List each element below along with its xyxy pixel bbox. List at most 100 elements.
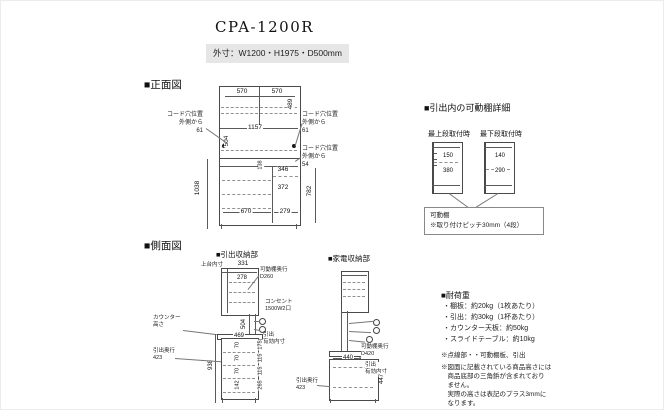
cord-hole-label-right-bottom: コード穴位置 外側から 54 xyxy=(302,146,339,169)
appliance-shelf-dashed xyxy=(343,289,365,290)
drawer-front-height: 115 xyxy=(257,365,264,377)
front-drawer-dashed-line xyxy=(222,180,271,181)
page-title: CPA-1200R xyxy=(215,18,315,36)
outlet-circle xyxy=(259,318,266,325)
dim-138: 138 xyxy=(257,159,264,171)
dim-670: 670 xyxy=(239,207,253,216)
dim-372: 372 xyxy=(276,183,290,192)
appliance-unit-title: ■家電収納部 xyxy=(328,254,371,263)
dim-278: 278 xyxy=(235,275,249,281)
drawer-inner-height: 70 xyxy=(234,366,241,376)
appliance-column-line xyxy=(341,311,342,353)
side-shelf-dashed xyxy=(229,292,255,293)
outer-dimensions-badge: 外寸：W1200・H1975・D500mm xyxy=(206,44,349,63)
dim-1157: 1157 xyxy=(247,123,263,132)
side-view-heading: ■側面図 xyxy=(144,240,182,252)
dim-line-1038 xyxy=(207,159,208,229)
side-column-line xyxy=(249,314,250,334)
front-foot-right xyxy=(296,224,297,229)
drawer-front-height: 115 xyxy=(257,352,264,364)
side-foot xyxy=(330,399,331,403)
shelf-detail-right-title: 最下段取付時 xyxy=(480,131,522,138)
appliance-drawer-dashed xyxy=(333,367,373,368)
dotted-line-note: ※点線部・・可動棚板、引出 xyxy=(441,352,526,359)
front-shelf-dashed-line xyxy=(221,113,297,114)
drawer-front-height: 175 xyxy=(257,339,264,351)
detail-lid-line xyxy=(484,147,512,148)
outlet-circle xyxy=(366,336,373,343)
load-capacity-item: ・スライドテーブル：約10kg xyxy=(443,336,535,343)
drawer-depth-label-right: 引出奥行 423 xyxy=(296,378,319,392)
pitch-tick xyxy=(434,153,437,154)
dim-469: 469 xyxy=(232,333,246,339)
outlet-label: コンセント 1500W2口 xyxy=(265,299,293,313)
movable-shelf-depth-label-d420: 可動棚奥行 D420 xyxy=(361,344,389,359)
side-foot xyxy=(222,398,223,403)
leader-line xyxy=(254,321,260,322)
drawer-front-height: 265 xyxy=(257,379,264,391)
side-upper-lid-line xyxy=(221,272,257,273)
detail-drawer-line xyxy=(484,185,512,186)
side-foot xyxy=(375,399,376,403)
leader-line xyxy=(316,385,330,388)
appliance-drawer-dashed xyxy=(333,387,373,388)
dim-440: 440 xyxy=(341,355,355,361)
drawer-inner-height: 70 xyxy=(234,353,241,363)
front-right-shelf-dashed-line xyxy=(273,176,298,177)
drawer-depth-label-left: 引出奥行 423 xyxy=(153,348,176,362)
movable-shelf-note: 可動棚 ※取り付けピッチ30mm（4段） xyxy=(424,207,544,236)
dim-290: 290 xyxy=(493,168,507,174)
leader-line xyxy=(348,331,371,334)
front-upper-cabinet-outline xyxy=(219,86,301,160)
cord-hole-label-left: コード穴位置 外側から 61 xyxy=(166,112,203,135)
dim-447: 447 xyxy=(379,372,385,386)
dim-279: 279 xyxy=(278,207,292,216)
cord-hole-label-right-top: コード穴位置 外側から 61 xyxy=(302,112,339,135)
side-column-line xyxy=(255,314,256,334)
dim-line-938 xyxy=(215,334,216,403)
appliance-lid-line xyxy=(341,275,367,276)
outlet-circle xyxy=(373,319,380,326)
upper-inner-label: 上台内寸 xyxy=(201,262,224,268)
dim-140: 140 xyxy=(493,153,507,159)
shelf-detail-left-title: 最上段取付時 xyxy=(428,131,470,138)
dim-570-left: 570 xyxy=(235,87,249,96)
appliance-upper-outline xyxy=(341,271,369,313)
front-drawer-dashed-line xyxy=(222,194,271,195)
load-capacity-item: ・棚板：約20kg（1枚あたり） xyxy=(443,303,540,310)
dim-150: 150 xyxy=(441,153,455,159)
dim-570-right: 570 xyxy=(270,87,284,96)
side-shelf-dashed xyxy=(229,302,255,303)
side-drawer-dashed xyxy=(223,392,255,393)
drawer-unit-title: ■引出収納部 xyxy=(216,250,259,259)
front-lower-divider xyxy=(272,167,273,223)
cord-hole-dot-right xyxy=(292,144,296,148)
appliance-shelf-dashed xyxy=(343,282,365,283)
leader-line xyxy=(182,330,217,336)
side-shelf-dashed xyxy=(229,282,255,283)
drawer-effective-inner-label-left: 引出 有効内寸 xyxy=(263,332,286,346)
shelf-detail-heading: ■引出内の可動棚詳細 xyxy=(424,103,511,113)
height-remark-note: ※図面に記載されている商品高さには 商品底部の三角鋲が含まれており ません。 実… xyxy=(441,364,552,408)
appliance-shelf-dashed xyxy=(343,296,365,297)
pitch-tick xyxy=(434,165,437,166)
side-drawer-dashed xyxy=(223,378,255,379)
detail-lid-line xyxy=(432,147,460,148)
front-drawer-dashed-line xyxy=(222,208,271,209)
drawer-inner-height: 142 xyxy=(234,379,241,391)
front-shelf-dashed-line xyxy=(221,150,297,151)
counter-height-label: カウンター 高さ xyxy=(153,315,181,329)
load-capacity-item: ・カウンター天板：約50kg xyxy=(443,325,529,332)
dim-782: 782 xyxy=(305,184,314,198)
dim-1038: 1038 xyxy=(193,179,202,197)
side-drawer-dashed xyxy=(223,365,255,366)
drawer-inner-height: 70 xyxy=(234,340,241,350)
leader-line xyxy=(348,320,373,324)
front-top-dim-line xyxy=(225,96,295,97)
dim-331: 331 xyxy=(236,259,250,268)
detail-shelf-dashed xyxy=(434,162,458,163)
front-view-heading: ■正面図 xyxy=(144,79,182,91)
dim-346: 346 xyxy=(276,165,290,174)
load-capacity-item: ・引出：約30kg（1杯あたり） xyxy=(443,314,540,321)
